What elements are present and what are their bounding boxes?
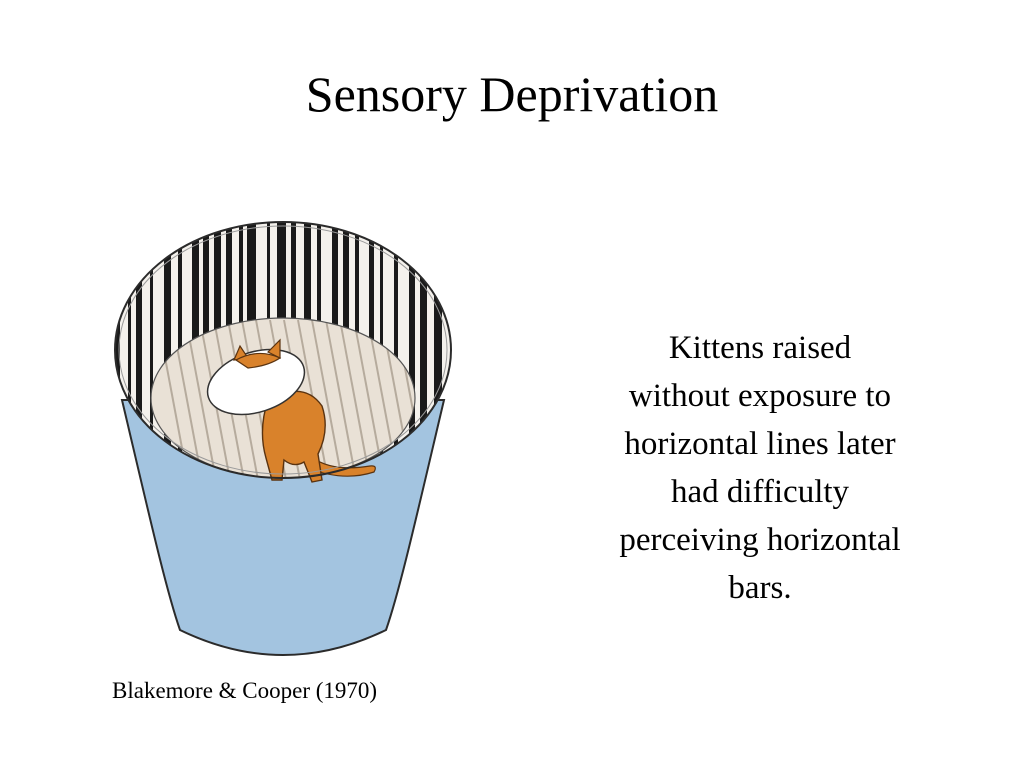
wall-stripe (409, 222, 415, 478)
kitten (206, 338, 376, 483)
wall-stripe (128, 222, 131, 478)
body-line: Kittens raised (668, 330, 852, 366)
body-line: perceiving horizontal (619, 522, 901, 558)
body-line: horizontal lines later (624, 426, 896, 462)
body-line: without exposure to (628, 378, 892, 414)
wall-stripe (150, 222, 153, 478)
floor-stripe (325, 319, 357, 478)
wall-stripe (434, 222, 442, 478)
floor-stripe (185, 319, 217, 478)
wall-stripe (394, 222, 398, 478)
floor-stripe (339, 319, 371, 478)
slide-body-text: Kittens raised without exposure to horiz… (560, 324, 960, 612)
wall-stripe (136, 222, 142, 478)
body-line: had difficulty (670, 474, 850, 510)
wall-stripe (420, 222, 427, 478)
floor-stripe (311, 319, 343, 478)
wall-stripe (164, 222, 171, 478)
slide-title: Sensory Deprivation (305, 66, 719, 122)
kitten-cylinder-illustration (114, 221, 452, 656)
body-line: bars. (728, 570, 792, 606)
cylinder-outer-wall (120, 399, 446, 656)
illustration-caption: Blakemore & Cooper (1970) (112, 678, 378, 703)
wall-stripe (115, 222, 120, 478)
cylinder-rim (114, 221, 452, 479)
